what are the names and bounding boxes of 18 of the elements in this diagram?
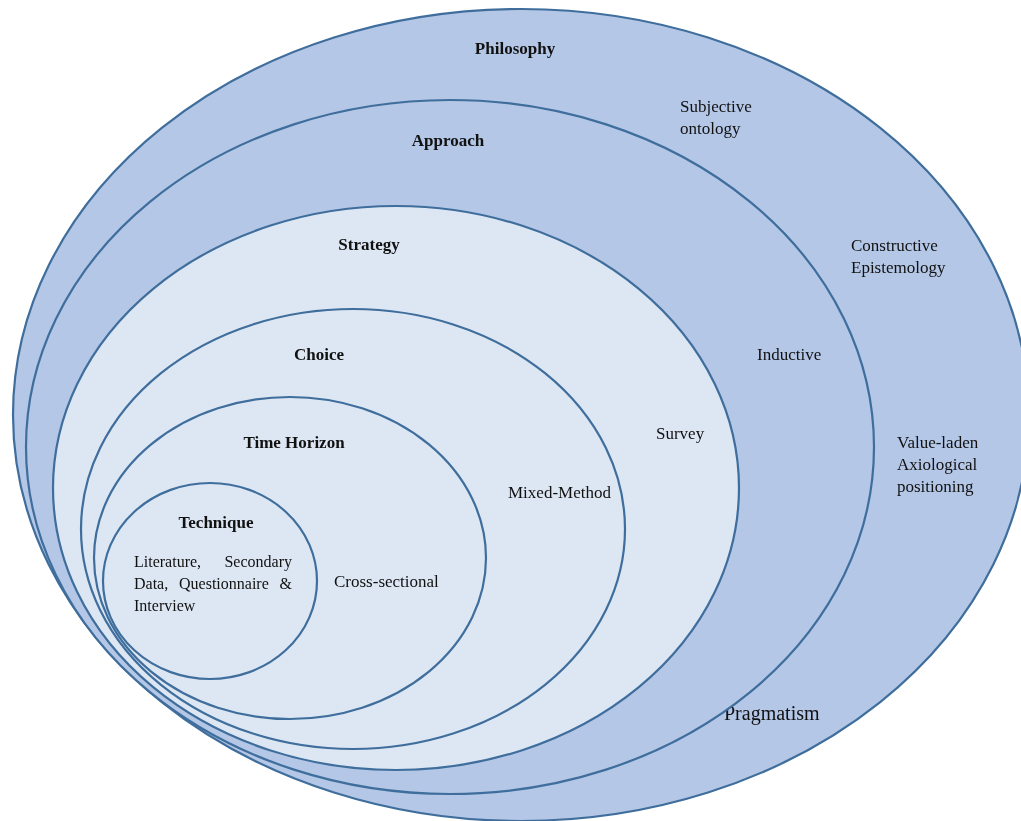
- nested-ellipse: [80, 308, 626, 750]
- band-title: Technique: [178, 512, 254, 534]
- band-label: Inductive: [757, 344, 822, 366]
- band-title: Approach: [411, 130, 485, 152]
- band-label: Survey: [656, 423, 705, 445]
- band-title: Strategy: [338, 234, 400, 256]
- nested-ellipse: [93, 396, 487, 720]
- band-title: Choice: [294, 344, 344, 366]
- band-label: Cross-sectional: [334, 571, 439, 593]
- band-label: Subjective ontology: [680, 96, 753, 140]
- band-title: Time Horizon: [243, 432, 345, 454]
- nested-ellipse: [102, 482, 318, 680]
- band-title: Philosophy: [474, 38, 556, 60]
- band-label: Value-laden Axiological positioning: [897, 432, 980, 498]
- band-label: Mixed-Method: [508, 482, 611, 504]
- band-label: Literature, Secondary Data, Questionnaire & Interview: [134, 552, 292, 616]
- band-label: Constructive Epistemology: [851, 235, 947, 279]
- band-label: Pragmatism: [724, 702, 820, 724]
